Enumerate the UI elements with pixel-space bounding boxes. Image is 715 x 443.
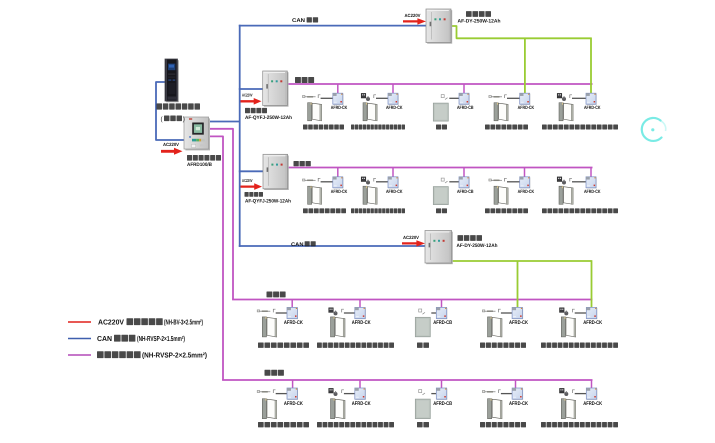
svg-text:AFRD-CK: AFRD-CK <box>584 189 601 195</box>
svg-text:AC220V: AC220V <box>98 318 124 327</box>
svg-text:(NH-RVSP-2×2.5mm²): (NH-RVSP-2×2.5mm²) <box>142 351 208 360</box>
svg-text:AC220V: AC220V <box>242 93 253 98</box>
svg-text:AFRD-CK: AFRD-CK <box>331 105 348 111</box>
svg-text:AFRD-CK: AFRD-CK <box>509 401 528 407</box>
svg-text:AFRD-CK: AFRD-CK <box>583 320 602 326</box>
svg-text:AFRD-CB: AFRD-CB <box>457 189 474 195</box>
svg-text:(NH-BV-3×2.5mm²): (NH-BV-3×2.5mm²) <box>164 318 203 327</box>
svg-text:AC220V: AC220V <box>403 235 420 240</box>
svg-text:AF-QYFJ-250W-12Ah: AF-QYFJ-250W-12Ah <box>245 198 291 204</box>
svg-text:AC220V: AC220V <box>163 142 180 147</box>
svg-text:AC220V: AC220V <box>405 13 422 18</box>
svg-text:AF-DY-250W-12Ah: AF-DY-250W-12Ah <box>458 19 501 25</box>
svg-text:AFRD-CB: AFRD-CB <box>433 320 452 326</box>
svg-text:AFRD-CK: AFRD-CK <box>386 189 403 195</box>
svg-text:AFRD-CK: AFRD-CK <box>583 401 602 407</box>
svg-text:AFRD-CK: AFRD-CK <box>284 401 303 407</box>
svg-text:CAN: CAN <box>292 18 305 24</box>
svg-text:AF-DY-250W-12Ah: AF-DY-250W-12Ah <box>457 243 498 249</box>
svg-text:AFRD-CK: AFRD-CK <box>584 105 601 111</box>
svg-text:CAN: CAN <box>291 242 304 248</box>
svg-text:(: ( <box>161 116 164 123</box>
svg-text:AFRD-CK: AFRD-CK <box>352 401 371 407</box>
svg-text:): ) <box>183 116 185 123</box>
svg-text:AFRD-CK: AFRD-CK <box>518 189 535 195</box>
svg-text:AFRD-CK: AFRD-CK <box>284 320 303 326</box>
svg-text:CAN: CAN <box>97 334 112 343</box>
svg-text:AFRD-CK: AFRD-CK <box>518 105 535 111</box>
svg-text:AFRD-CK: AFRD-CK <box>331 189 348 195</box>
svg-text:AFRD-CK: AFRD-CK <box>509 320 528 326</box>
svg-text:AFRD-CB: AFRD-CB <box>457 105 474 111</box>
svg-text:AF-QYFJ-250W-12Ah: AF-QYFJ-250W-12Ah <box>245 115 292 121</box>
svg-text:AFRD100/B: AFRD100/B <box>187 162 212 168</box>
svg-text:AC220V: AC220V <box>242 178 253 183</box>
svg-text:AFRD-CK: AFRD-CK <box>352 320 371 326</box>
svg-text:(NH-RVSP-2×1.5mm²): (NH-RVSP-2×1.5mm²) <box>137 334 185 343</box>
svg-text:AFRD-CB: AFRD-CB <box>433 401 452 407</box>
svg-text:AFRD-CK: AFRD-CK <box>386 105 403 111</box>
